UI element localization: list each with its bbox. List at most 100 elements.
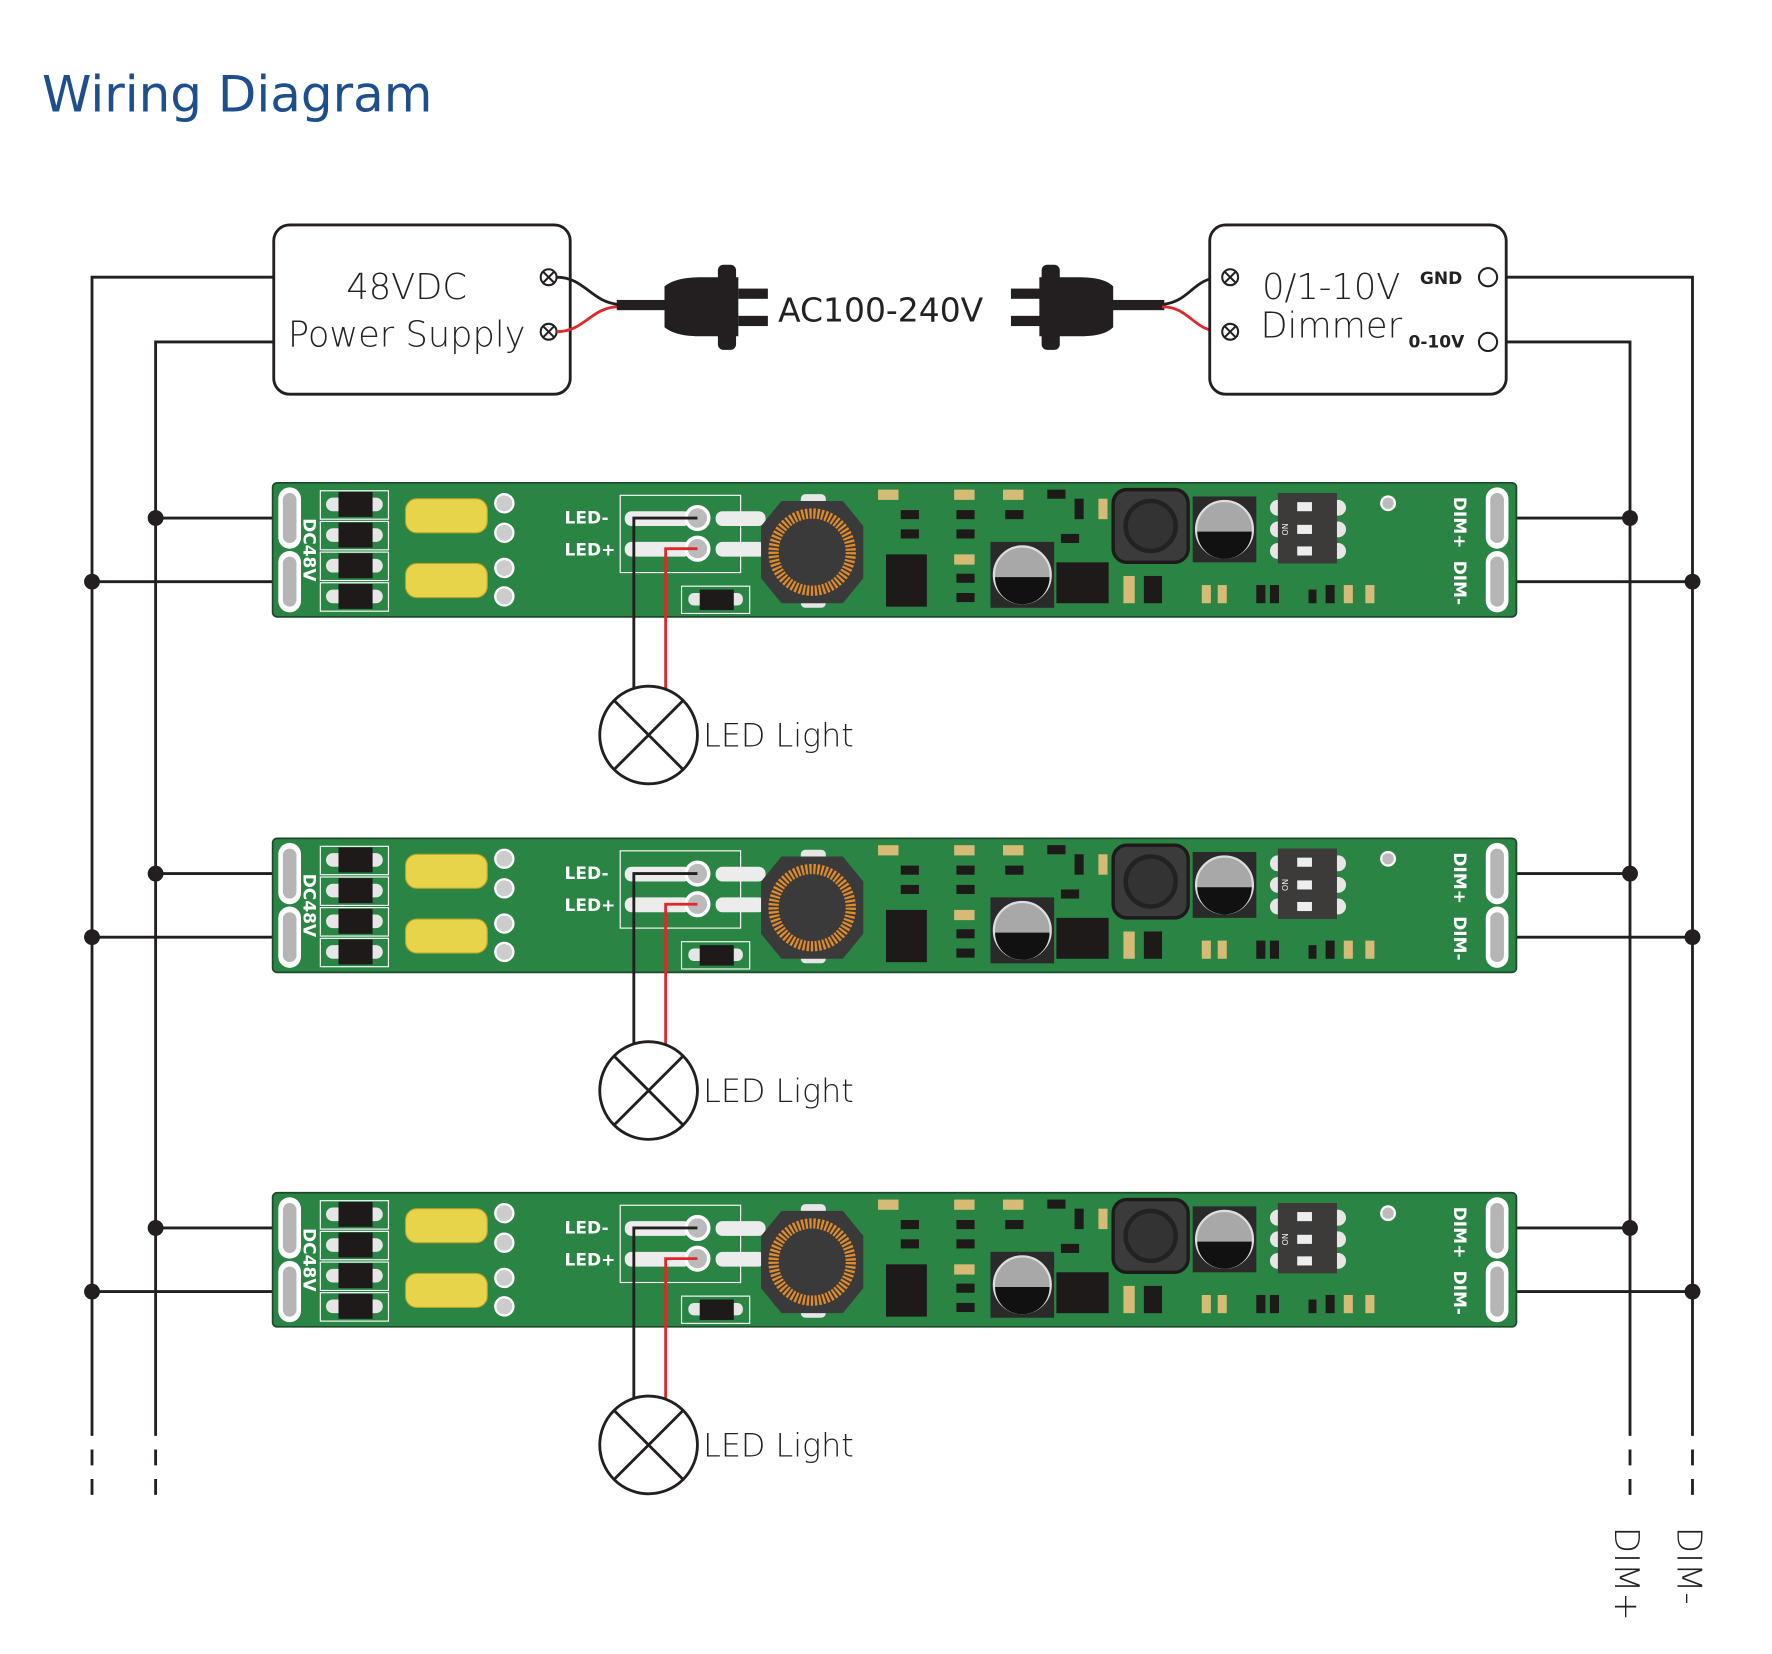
smd-diodes	[319, 490, 390, 612]
pcb: DC48V LED- LED+	[271, 837, 1518, 974]
dim-minus-label: DIM-	[1449, 916, 1469, 960]
led-terminal-block	[619, 850, 742, 929]
capacitor	[404, 918, 488, 954]
electrolytic-capacitor	[990, 541, 1055, 608]
led-plus-label: LED+	[565, 1250, 616, 1270]
input-pad-plus	[282, 1202, 297, 1253]
led-lamp-icon	[598, 1394, 699, 1496]
led-plus-wire	[664, 902, 698, 1046]
led-minus-wire	[632, 872, 698, 1046]
dim-plus-label: DIM+	[1449, 1207, 1469, 1259]
signal-label: 0-10V	[1409, 333, 1466, 353]
led-lamp-icon	[598, 684, 699, 786]
dip-switch[interactable]: ON	[1269, 493, 1347, 564]
input-pad-minus	[282, 1266, 297, 1317]
dim-minus-label: DIM-	[1449, 561, 1469, 605]
input-pad-plus	[282, 848, 297, 899]
dim-plus-label: DIM+	[1449, 852, 1469, 904]
toroid-inductor	[761, 494, 864, 608]
page-title: Wiring Diagram	[42, 65, 432, 123]
bus-v-minus	[90, 275, 274, 1420]
electrolytic-capacitor	[990, 1251, 1055, 1318]
toroid-inductor	[761, 1204, 864, 1318]
junction-dot	[84, 929, 100, 946]
led-plus-label: LED+	[565, 541, 616, 561]
input-pad-plus	[282, 493, 297, 544]
led-minus-label: LED-	[565, 864, 609, 884]
electrolytic-capacitor	[1192, 851, 1257, 918]
dip-switch[interactable]: ON	[1269, 1202, 1347, 1274]
junction-dot	[84, 1283, 100, 1300]
led-terminal-block	[619, 1204, 742, 1284]
terminal-screw-icon	[539, 268, 558, 287]
junction-dot	[1622, 1220, 1638, 1236]
gnd-label: GND	[1420, 269, 1462, 289]
led-minus-label: LED-	[565, 1219, 609, 1239]
led-plus-wire	[664, 1257, 698, 1400]
dimmer-type: 0/1-10V	[1262, 267, 1400, 308]
junction-dot	[84, 573, 100, 590]
capacitor	[404, 853, 488, 889]
dip-switch[interactable]: ON	[1269, 848, 1347, 920]
junction-dot	[147, 1220, 164, 1236]
input-label: DC48V	[298, 874, 318, 938]
led-light-label: LED Light	[703, 1073, 854, 1110]
bus-v-plus	[154, 340, 274, 1420]
dip-on-label: ON	[1281, 523, 1290, 535]
junction-dot	[147, 510, 164, 526]
dim-plus-pad	[1490, 1202, 1504, 1253]
bus-wires	[90, 275, 1694, 1502]
led-plus-label: LED+	[565, 896, 616, 916]
dimmer: 0/1-10V Dimmer GND 0-10V	[1208, 223, 1508, 396]
bus-dim-minus-label: DIM-	[1669, 1527, 1709, 1605]
dim-plus-pad	[1490, 493, 1504, 544]
smd-diodes	[319, 1200, 390, 1322]
dim-minus-label: DIM-	[1449, 1270, 1469, 1314]
input-label: DC48V	[298, 1228, 318, 1292]
led-light-label: LED Light	[703, 1427, 854, 1464]
power-supply-voltage: 48VDC	[346, 267, 467, 308]
junction-dot	[1684, 573, 1701, 590]
led-lamp-icon	[598, 1040, 699, 1141]
led-terminal-block	[619, 494, 742, 574]
dim-minus-pad	[1490, 912, 1504, 963]
pcb: DC48V LED- LED+	[271, 481, 1518, 618]
led-minus-label: LED-	[565, 509, 609, 529]
led-driver-1: DC48V LED- LED+	[84, 481, 1701, 786]
junction-dot	[1622, 510, 1638, 526]
dip-on-label: ON	[1281, 1233, 1290, 1245]
led-driver-3: DC48V LED- LED+	[84, 1191, 1701, 1496]
plug-icon	[1010, 264, 1165, 350]
power-supply: 48VDC Power Supply	[272, 223, 572, 396]
bus-dim-plus-label: DIM+	[1606, 1527, 1646, 1621]
junction-dot	[1622, 865, 1638, 882]
bus-dim-minus	[1506, 275, 1694, 1420]
dim-plus-label: DIM+	[1449, 497, 1469, 549]
ac-voltage-label: AC100-240V	[778, 291, 984, 330]
dip-on-label: ON	[1281, 879, 1290, 891]
led-driver-2: DC48V LED- LED+	[84, 837, 1701, 1141]
electrolytic-capacitor	[1192, 1206, 1257, 1273]
smd-diodes	[319, 845, 390, 968]
led-plus-wire	[664, 547, 698, 690]
electrolytic-capacitor	[990, 897, 1055, 964]
dim-minus-pad	[1490, 1266, 1504, 1317]
led-minus-wire	[632, 516, 698, 690]
terminal-screw-icon	[539, 322, 558, 341]
junction-dot	[1684, 929, 1701, 946]
pcb: DC48V LED- LED+	[271, 1191, 1518, 1328]
dim-plus-pad	[1490, 848, 1504, 899]
power-supply-label: Power Supply	[288, 315, 526, 356]
capacitor	[404, 498, 488, 534]
input-pad-minus	[282, 912, 297, 963]
toroid-inductor	[761, 849, 864, 964]
led-minus-wire	[632, 1226, 698, 1400]
junction-dot	[1684, 1283, 1701, 1300]
bus-dim-plus	[1506, 340, 1632, 1420]
capacitor	[404, 1272, 488, 1309]
electrolytic-capacitor	[1192, 496, 1257, 563]
plug-icon	[616, 264, 768, 350]
input-label: DC48V	[298, 518, 318, 582]
led-light-label: LED Light	[703, 717, 854, 754]
